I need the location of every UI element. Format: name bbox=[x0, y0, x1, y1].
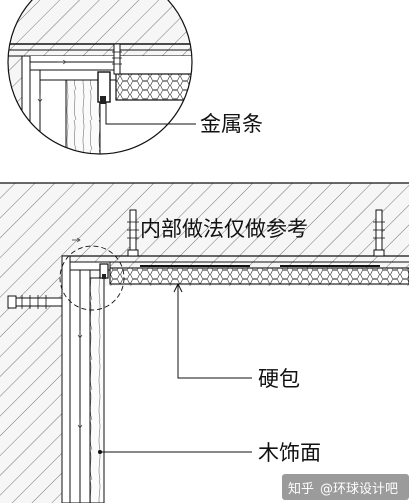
label-wood-finish: 木饰面 bbox=[258, 441, 321, 465]
label-interior-note: 内部做法仅做参考 bbox=[140, 217, 308, 241]
watermark: 知乎 @环球设计吧 bbox=[282, 474, 409, 500]
label-hard-panel: 硬包 bbox=[258, 367, 300, 391]
watermark-platform: 知乎 bbox=[288, 481, 314, 497]
hard-panel-leader bbox=[173, 282, 252, 379]
ceiling-anchor-left bbox=[127, 209, 139, 257]
main-section-drawing bbox=[0, 182, 409, 503]
wall-anchor bbox=[7, 295, 63, 309]
metal-strip-leader bbox=[105, 102, 196, 125]
label-metal-strip: 金属条 bbox=[200, 112, 263, 136]
magnified-detail-callout bbox=[7, 0, 193, 155]
watermark-handle: @环球设计吧 bbox=[320, 482, 398, 497]
wood-finish-leader bbox=[98, 450, 252, 454]
ceiling-anchor-right bbox=[373, 209, 385, 257]
